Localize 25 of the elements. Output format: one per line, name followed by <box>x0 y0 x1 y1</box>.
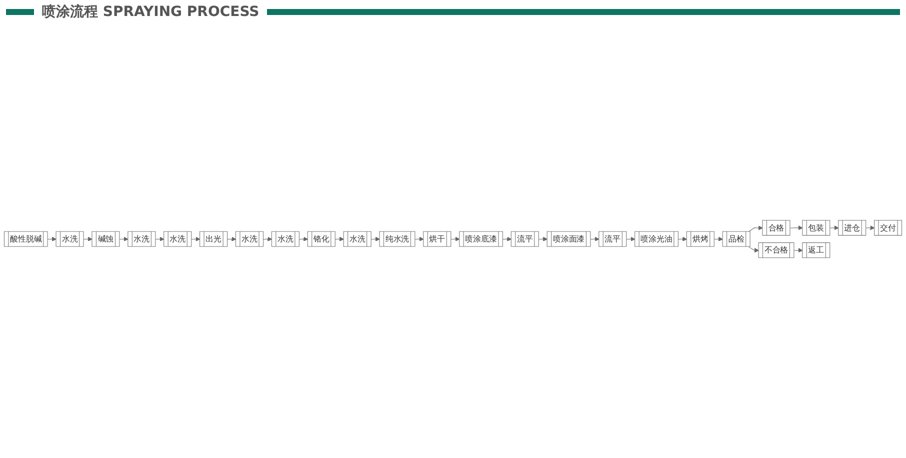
arrow <box>538 236 548 242</box>
arrow <box>335 236 344 242</box>
arrow <box>119 236 128 242</box>
arrow <box>830 225 839 230</box>
diagram-title: 喷涂流程 SPRAYING PROCESS <box>42 3 260 21</box>
arrow <box>794 248 803 253</box>
arrow <box>714 236 724 242</box>
arrow <box>227 236 236 242</box>
arrow <box>790 225 803 230</box>
arrow <box>748 226 763 232</box>
arrow <box>678 236 688 242</box>
arrow <box>502 236 512 242</box>
arrow <box>299 236 308 242</box>
arrow <box>191 236 200 242</box>
arrow <box>748 246 759 253</box>
arrow <box>450 236 460 242</box>
arrow <box>263 236 272 242</box>
arrow <box>48 236 56 242</box>
arrow <box>590 236 600 242</box>
arrow <box>84 236 92 242</box>
arrow <box>414 236 424 242</box>
arrow <box>371 236 380 242</box>
arrow <box>155 236 164 242</box>
arrow <box>626 236 636 242</box>
arrow <box>866 225 875 230</box>
